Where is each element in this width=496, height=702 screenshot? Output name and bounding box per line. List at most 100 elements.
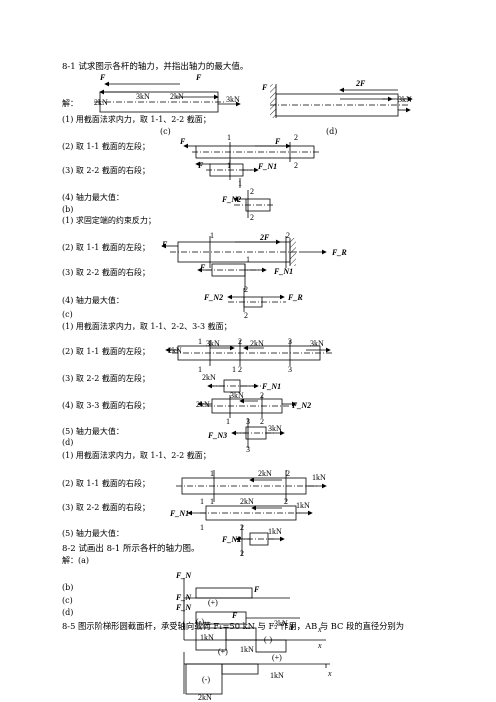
part-d-2kN: 2kN [258,469,272,478]
part-b-sec-2-top: 2 [286,231,290,240]
diag-d-x: x [327,669,332,678]
part-c-2kN: 2kN [250,339,264,348]
part-a-sec-2-top: 2 [294,133,298,142]
fig-c-load-2kN: 2kN [170,92,184,101]
part-b-step-2: (2) 取 1-1 截面的左段； [62,243,150,252]
part-c-step-1: (1) 用截面法求内力，取 1-1、2-2、3-3 截面； [62,322,232,331]
part-b-F-fb1: F [199,263,206,272]
part-b-sec-2-bot: 2 [244,311,248,320]
diag-a-plus: (+) [208,598,218,607]
part-c-sec-1-top: 1 [198,337,202,346]
part-c-FN1: F_N1 [261,382,281,391]
figure-label-d: (d) [326,127,338,136]
diag-c-1kN: 1kN [200,633,214,642]
part-d-sec-1-bot: 1 [200,497,204,506]
part-a-FN2: F_N2 [221,195,241,204]
diag-b-F: F [231,611,238,620]
diag-b-x: x [317,625,322,634]
part-a-bar [183,142,320,162]
solution-label: 解： [62,99,78,108]
part-d-1kN: 1kN [312,473,326,482]
part-a-sec-2-fb2: 2 [250,213,254,222]
part-a-step-1: (1) 用截面法求内力，取 1-1、2-2 截面； [62,115,211,124]
part-b-free-body-1 [197,263,267,290]
part-d-step-1: (1) 用截面法求内力，取 1-1、2-2 截面； [62,451,211,460]
fig-c-load-2kN-left: 2kN [94,98,108,107]
part-c-sec-3-top: 3 [288,337,292,346]
part-c-sec-3-bot: 3 [246,445,250,454]
fig-d-2F: 2F [355,79,366,88]
part-c-FN2: F_N2 [291,401,311,410]
part-a-F-left: F [179,137,186,146]
part-a-sec-1-fb: 1 [238,179,242,188]
fig-c-load-3kN-right: 3kN [226,95,240,104]
part-b-header: (b) [62,205,74,214]
part-b-bar [161,236,327,268]
diag-c-FN: F_N [175,603,192,612]
part-b-2F: 2F [259,233,270,242]
part-a-F-fb1: F [197,161,204,170]
part-b-FR: F_R [331,248,347,257]
figure-d-bar [270,84,413,118]
fig-d-F: F [261,83,268,92]
diag-a-FN: F_N [175,571,192,580]
diag-b-FN: F_N [175,593,192,602]
part-b-free-body-2 [227,288,286,312]
part-d-header: (d) [62,438,74,447]
part-a-free-body-1 [195,160,259,188]
part-b-FR-fb: F_R [287,293,303,302]
part-a-step-4: (4) 轴力最大值： [62,193,124,202]
part-c-bar [165,340,332,366]
part-c-sec-2-fb2: 2 [260,391,264,400]
part-c-2kN-left: 2kN [168,346,182,355]
part-c-2kN-fb1: 2kN [202,373,216,382]
problem-8-2-c: (c) [62,596,73,605]
part-c-FN3: F_N3 [207,431,227,440]
part-c-sec-2-fb2b: 2 [260,417,264,426]
figure-c-bar [94,81,241,113]
part-a-sec-1-bot: 1 [227,161,231,170]
part-d-sec-1-bot2: 1 [210,497,214,506]
problem-8-2-b: (b) [62,583,74,592]
part-a-F-right: F [274,137,281,146]
fig-c-load-3kN: 3kN [136,92,150,101]
part-c-header: (c) [62,310,73,319]
part-c-3kN: 3kN [206,339,220,348]
diag-b-minus: (-) [196,617,204,626]
part-a-step-3: (3) 取 2-2 截面的右段； [62,166,150,175]
part-b-step-1: (1) 求固定端的约束反力； [62,216,156,225]
part-c-free-body-3 [231,418,285,448]
part-c-2kN-fb2: 2kN [196,400,210,409]
part-b-step-4: (4) 轴力最大值： [62,296,124,305]
part-d-step-4: (5) 轴力最大值： [62,529,124,538]
diag-d-2kN: 2kN [198,693,212,702]
part-d-sec-2-bot: 2 [240,549,244,558]
part-d-free-body-2 [235,525,285,556]
fig-d-3kN: 3kN [398,95,412,104]
part-d-sec-2-top: 2 [286,469,290,478]
part-d-2kN-fb: 2kN [240,497,254,506]
part-a-FN1: F_N1 [257,162,277,171]
part-c-3kN-right: 3kN [310,339,324,348]
part-d-sec-1-fb2: 1 [200,523,204,532]
part-c-sec-1-fb2: 1 [226,417,230,426]
part-a-free-body-2 [233,190,274,218]
part-b-sec-2-fb: 2 [244,285,248,294]
part-d-sec-2-fb2: 2 [240,523,244,532]
part-d-step-3: (3) 取 2-2 截面的右段； [62,503,150,512]
part-c-sec-12-bot: 1 [232,365,236,374]
part-c-step-5: (5) 轴力最大值： [62,427,124,436]
part-d-sec-2-fb: 2 [284,497,288,506]
figure-label-c: (c) [160,127,171,136]
problem-8-2-solution: 解：(a) [62,556,90,565]
part-a-sec-2-bot: 2 [294,161,298,170]
part-d-sec-1-top: 1 [210,469,214,478]
part-b-FN2: F_N2 [203,293,223,302]
diag-c-minus: (-) [264,635,272,644]
part-a-sec-1-top: 1 [227,133,231,142]
problem-8-5-text: 8-5 图示阶梯形圆截面杆，承受轴向载荷 F₁=50 kN 与 F₂ 作用，AB… [62,621,405,631]
part-c-step-4: (4) 取 3-3 截面的右段； [62,401,150,410]
axial-force-diagrams [183,578,330,695]
part-a-step-2: (2) 取 1-1 截面的左段； [62,142,150,151]
diag-c-plus: (+) [218,647,228,656]
